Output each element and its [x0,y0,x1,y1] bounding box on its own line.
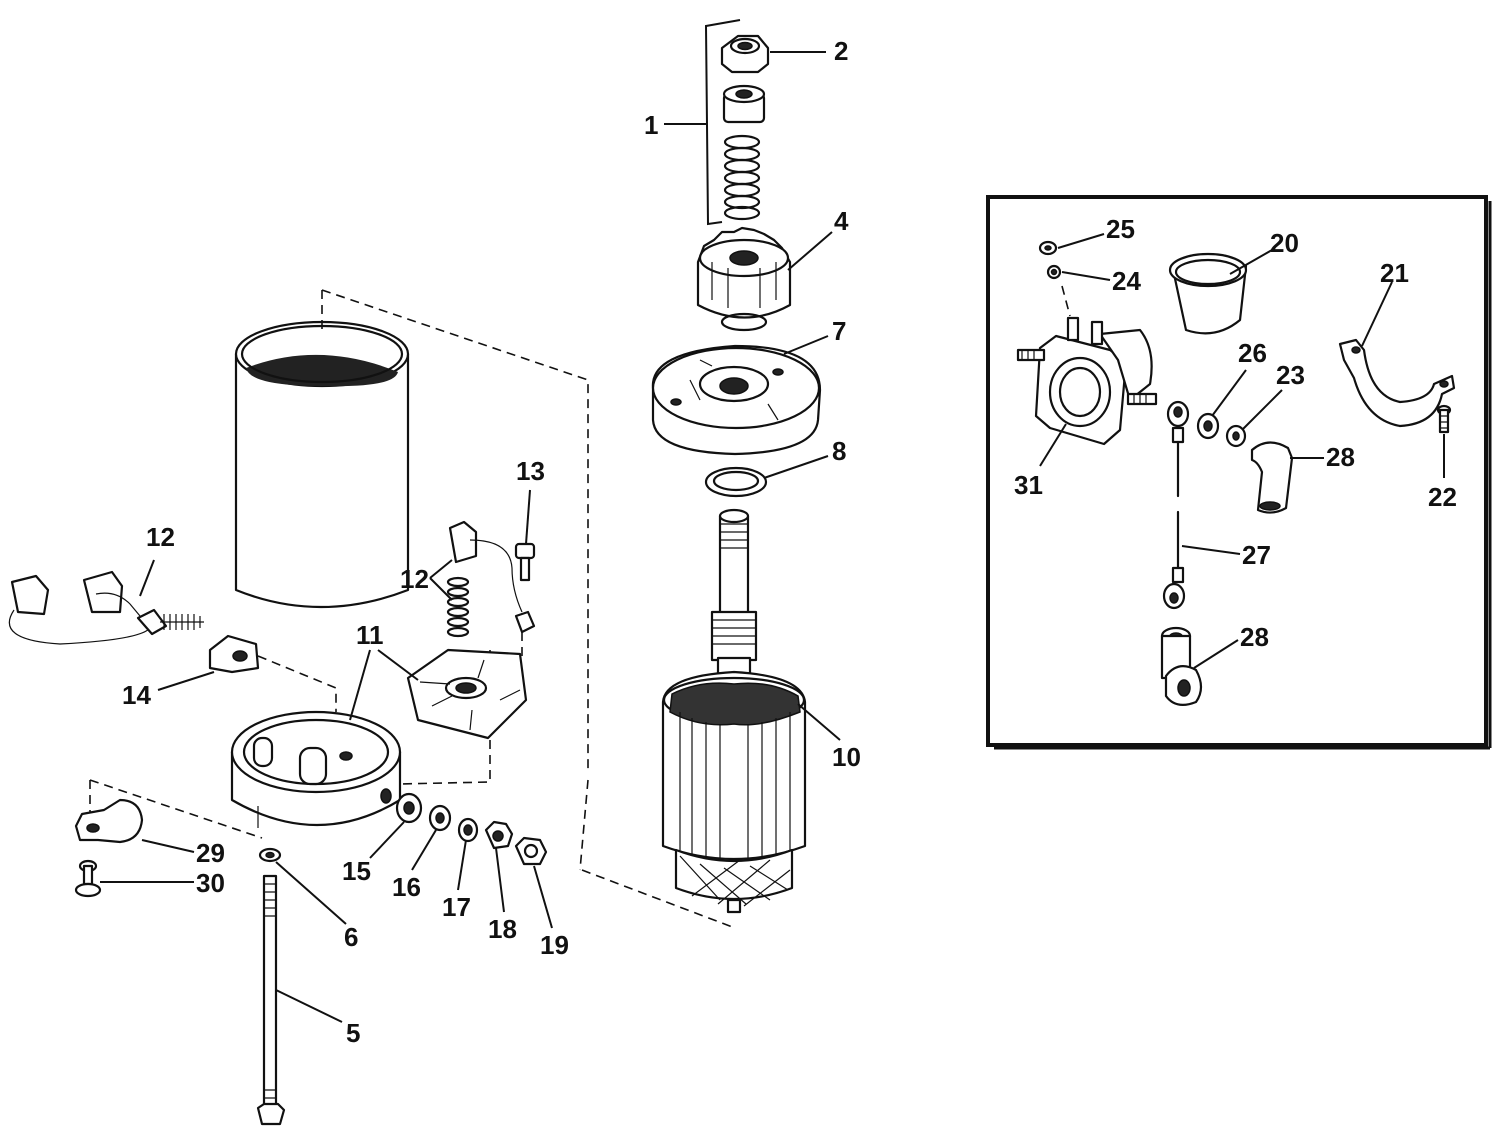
callout-22: 22 [1428,482,1457,512]
part-nut-2 [720,34,770,74]
part-washer-16 [428,804,452,832]
part-terminal-boot-28-upper [1250,441,1294,514]
part-nut-18 [484,820,514,850]
callout-17: 17 [442,892,471,922]
callout-26: 26 [1238,338,1267,368]
part-nut-25 [1038,240,1058,256]
part-spring [723,134,761,221]
leader-lines [100,51,1445,1023]
part-washer-26 [1196,412,1220,440]
callout-6: 6 [344,922,358,952]
callout-4: 4 [834,206,849,236]
callout-1: 1 [644,110,658,140]
part-nut-23 [1225,424,1247,448]
callout-10: 10 [832,742,861,772]
part-brush-holder-11 [406,648,528,740]
callout-8: 8 [832,436,846,466]
part-end-housing [230,710,402,828]
callout-21: 21 [1380,258,1409,288]
part-solenoid-31 [1016,316,1158,446]
part-brush-12-left [8,570,204,645]
part-washer-15 [395,792,423,824]
part-brush-12-right [446,520,536,638]
part-cable-27 [1162,400,1190,610]
callout-12-left: 12 [146,522,175,552]
callout-labels: 1 2 4 7 8 10 11 12 12 13 14 15 16 17 18 … [122,36,1457,1048]
part-thru-bolt-5 [256,874,286,1126]
part-terminal-boot-28-lower [1160,626,1203,707]
callout-7: 7 [832,316,846,346]
callout-27: 27 [1242,540,1271,570]
callout-31: 31 [1014,470,1043,500]
assembly-dashed-lines [89,289,736,929]
callout-5: 5 [346,1018,360,1048]
callout-19: 19 [540,930,569,960]
callout-15: 15 [342,856,371,886]
part-lockwasher-6 [258,847,282,863]
callout-12-right: 12 [400,564,429,594]
part-washer-8 [704,466,768,498]
callout-24: 24 [1112,266,1141,296]
callout-28-upper: 28 [1326,442,1355,472]
callout-16: 16 [392,872,421,902]
part-clamp-29 [74,798,144,844]
callout-23: 23 [1276,360,1305,390]
part-spacer [722,84,766,124]
part-end-cap-7 [651,344,822,456]
part-screw-22 [1436,404,1452,434]
callout-11: 11 [356,620,384,650]
part-bracket-21 [1338,338,1456,428]
callout-20: 20 [1270,228,1299,258]
callout-2: 2 [834,36,848,66]
part-lockwasher-24 [1046,264,1062,280]
callout-14: 14 [122,680,151,710]
callout-18: 18 [488,914,517,944]
part-nut-19 [514,836,548,866]
part-pinion-gear-4 [696,226,792,332]
callout-28-lower: 28 [1240,622,1269,652]
part-screw-13 [514,542,536,582]
part-screw-30 [74,859,102,898]
callout-13: 13 [516,456,545,486]
part-boot-20 [1168,252,1248,335]
callout-30: 30 [196,868,225,898]
part-frame-housing [234,320,410,609]
part-armature-10 [661,508,807,914]
callout-25: 25 [1106,214,1135,244]
part-lockwasher-17 [457,817,479,843]
part-insulator-14 [208,634,260,674]
callout-29: 29 [196,838,225,868]
